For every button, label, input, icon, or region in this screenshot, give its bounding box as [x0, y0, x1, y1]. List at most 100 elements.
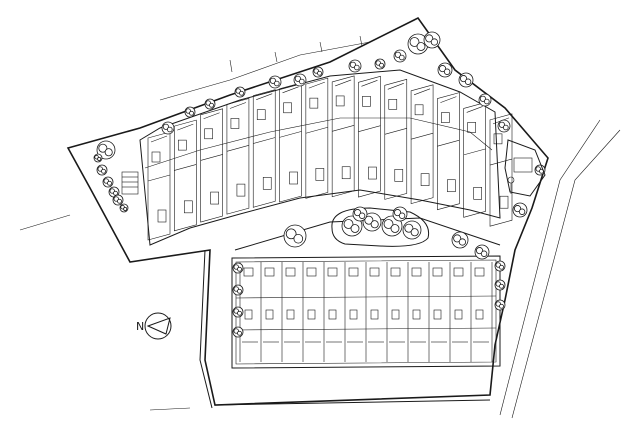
- unit-room: [262, 177, 272, 190]
- unit-outline: [226, 98, 250, 215]
- tree-icon: [497, 119, 511, 133]
- tree-icon: [96, 164, 108, 176]
- lower-unit-room: [390, 267, 401, 277]
- unit-room: [447, 179, 456, 193]
- unit-hatch: [282, 86, 299, 94]
- lower-unit-room: [286, 309, 295, 320]
- lower-unit-room: [307, 309, 316, 320]
- tree-icon: [494, 299, 506, 311]
- unit-hatch: [256, 93, 273, 100]
- unit-hatch: [229, 102, 247, 109]
- unit-divider: [200, 154, 223, 161]
- unit-divider: [305, 126, 328, 134]
- tree-icon: [268, 75, 282, 89]
- unit-hatch: [387, 83, 404, 90]
- tree-icon: [437, 62, 453, 78]
- upper-unit: [226, 98, 250, 215]
- upper-unit: [410, 84, 434, 205]
- lower-unit-room: [264, 267, 275, 277]
- tree-icon: [341, 215, 363, 237]
- unit-room: [467, 122, 476, 133]
- upper-unit: [200, 108, 223, 223]
- lower-unit-room: [433, 309, 442, 320]
- upper-terrace-units: [147, 75, 513, 241]
- tree-icon: [102, 176, 114, 188]
- tree-icon: [474, 244, 490, 260]
- unit-room: [236, 183, 246, 197]
- tree-icon: [312, 66, 324, 78]
- upper-unit: [463, 102, 486, 218]
- tree-icon: [402, 220, 422, 240]
- unit-outline: [147, 131, 171, 241]
- upper-unit: [358, 75, 381, 198]
- tree-icon: [478, 93, 492, 107]
- tree-icon: [362, 212, 382, 232]
- tree-icon: [204, 98, 216, 110]
- unit-outline: [489, 113, 513, 227]
- upper-unit: [331, 75, 355, 198]
- lower-unit-room: [349, 309, 358, 320]
- unit-room: [341, 166, 351, 180]
- unit-outline: [463, 102, 486, 218]
- unit-outline: [305, 77, 329, 199]
- upper-unit: [147, 131, 171, 241]
- upper-unit: [174, 119, 197, 232]
- tree-icon: [381, 215, 403, 237]
- tree-icon: [283, 224, 307, 248]
- tree-icon: [458, 72, 474, 88]
- unit-room: [283, 102, 292, 114]
- lower-block-units: [239, 262, 493, 362]
- lower-unit-room: [265, 309, 274, 320]
- tree-icon: [93, 153, 103, 163]
- unit-room: [493, 133, 503, 145]
- upper-walkway: [144, 117, 493, 169]
- tree-icon: [119, 203, 129, 213]
- lower-unit-room: [348, 267, 359, 277]
- lower-unit-room: [411, 267, 422, 277]
- lower-unit-room: [328, 309, 337, 320]
- unit-room: [315, 168, 325, 181]
- unit-outline: [331, 75, 355, 198]
- unit-room: [184, 200, 193, 214]
- unit-divider: [489, 158, 513, 166]
- unit-room: [151, 151, 161, 163]
- unit-room: [473, 187, 482, 200]
- unit-room: [204, 128, 213, 140]
- upper-unit: [305, 77, 329, 199]
- upper-unit: [384, 78, 408, 200]
- unit-room: [388, 99, 398, 110]
- unit-room: [441, 112, 450, 123]
- unit-room: [309, 97, 319, 109]
- unit-outline: [252, 89, 276, 208]
- tree-icon: [293, 73, 307, 87]
- unit-divider: [358, 125, 381, 132]
- unit-hatch: [177, 123, 194, 131]
- unit-hatch: [413, 88, 431, 96]
- upper-terrace-outline: [139, 69, 501, 246]
- unit-divider: [279, 131, 302, 138]
- unit-room: [414, 104, 424, 116]
- unit-room: [256, 109, 266, 120]
- unit-hatch: [466, 106, 483, 113]
- unit-hatch: [440, 96, 457, 103]
- unit-room: [335, 95, 345, 107]
- lower-unit-room: [412, 309, 421, 320]
- east-plaza: [504, 139, 546, 197]
- tree-icon: [407, 33, 429, 55]
- unit-hatch: [203, 112, 220, 120]
- tree-icon: [232, 306, 244, 318]
- tree-icon: [348, 59, 362, 73]
- lower-unit-room: [243, 267, 254, 277]
- unit-divider: [147, 174, 171, 182]
- unit-divider: [463, 148, 486, 156]
- lower-unit-room: [327, 267, 338, 277]
- tree-icon: [374, 58, 386, 70]
- unit-divider: [174, 164, 197, 171]
- tree-icon: [512, 202, 528, 218]
- unit-hatch: [308, 81, 325, 89]
- unit-divider: [410, 132, 434, 140]
- tree-icon: [112, 194, 124, 206]
- upper-unit: [279, 82, 302, 203]
- unit-room: [230, 118, 240, 129]
